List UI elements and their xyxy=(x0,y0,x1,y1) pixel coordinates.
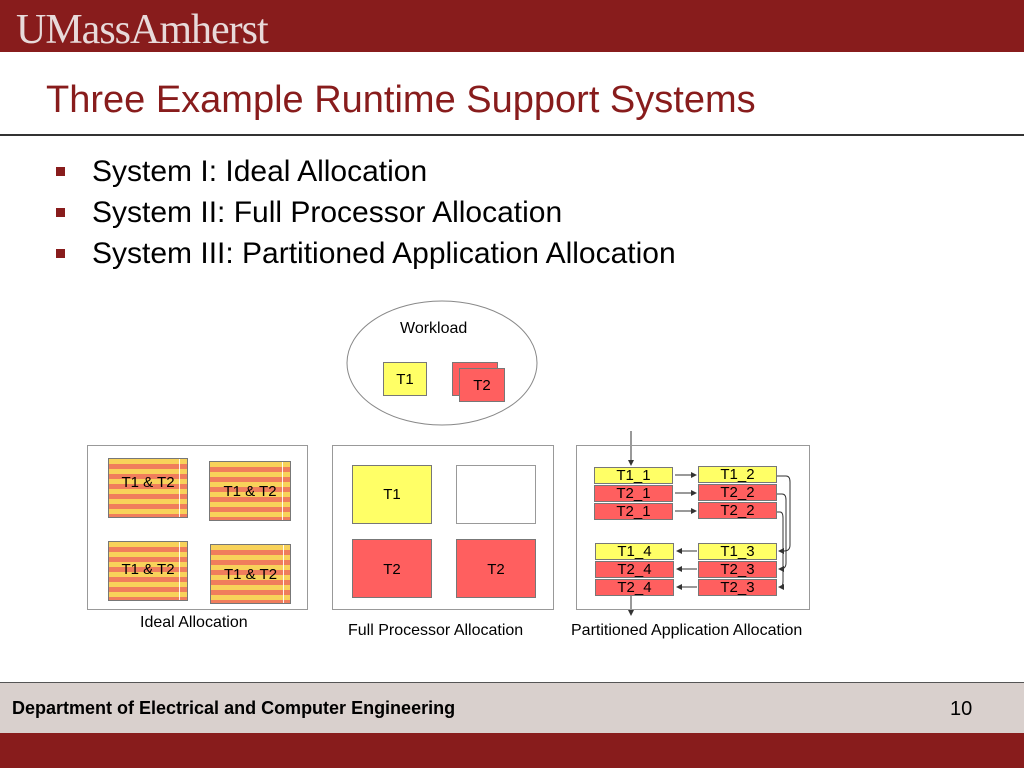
ideal-cell-label: T1 & T2 xyxy=(121,473,175,491)
partition-cell: T2_2 xyxy=(698,484,777,501)
footer-bar xyxy=(0,683,1024,733)
full-allocation-panel: T1 T2 T2 xyxy=(332,445,554,610)
bullet-item: System I: Ideal Allocation xyxy=(56,152,676,193)
ideal-cell: T1 & T2 xyxy=(108,541,188,601)
partition-cell: T1_2 xyxy=(698,466,777,483)
ideal-allocation-panel: T1 & T2 T1 & T2 T1 & T2 T1 & T2 xyxy=(87,445,308,610)
bullet-square-icon xyxy=(56,208,65,217)
bullet-list: System I: Ideal Allocation System II: Fu… xyxy=(56,152,676,275)
bullet-square-icon xyxy=(56,167,65,176)
bullet-text: System III: Partitioned Application Allo… xyxy=(92,237,676,270)
footer-divider xyxy=(0,682,1024,683)
ideal-cell-label: T1 & T2 xyxy=(223,565,278,583)
umass-logo: UMassAmherst xyxy=(16,7,269,53)
partition-cell: T2_3 xyxy=(698,561,777,578)
page-number: 10 xyxy=(950,698,973,720)
bullet-text: System I: Ideal Allocation xyxy=(92,155,428,188)
partition-cell: T2_1 xyxy=(594,485,673,502)
partitioned-allocation-panel xyxy=(576,445,810,610)
ideal-cell: T1 & T2 xyxy=(209,461,291,521)
bullet-square-icon xyxy=(56,249,65,258)
partition-cell: T1_4 xyxy=(595,543,674,560)
ideal-cell-label: T1 & T2 xyxy=(121,560,175,578)
slide-title: Three Example Runtime Support Systems xyxy=(46,79,756,121)
bullet-item: System II: Full Processor Allocation xyxy=(56,193,676,234)
full-cell-t2: T2 xyxy=(456,539,536,598)
partition-cell: T2_4 xyxy=(595,579,674,596)
partitioned-allocation-caption: Partitioned Application Allocation xyxy=(571,622,803,639)
partition-cell: T1_1 xyxy=(594,467,673,484)
workload-t2: T2 xyxy=(459,368,505,402)
partition-cell: T2_4 xyxy=(595,561,674,578)
ideal-cell: T1 & T2 xyxy=(108,458,188,518)
full-cell-empty xyxy=(456,465,536,524)
partition-cell: T2_1 xyxy=(594,503,673,520)
bullet-text: System II: Full Processor Allocation xyxy=(92,196,563,229)
partition-cell: T2_3 xyxy=(698,579,777,596)
ideal-allocation-caption: Ideal Allocation xyxy=(140,614,248,631)
full-cell-t2: T2 xyxy=(352,539,432,598)
bullet-item: System III: Partitioned Application Allo… xyxy=(56,234,676,275)
workload-t1: T1 xyxy=(383,362,427,396)
footer-brand-strip xyxy=(0,733,1024,768)
ideal-cell-label: T1 & T2 xyxy=(223,482,277,500)
partition-cell: T2_2 xyxy=(698,502,777,519)
header-bar: UMassAmherst xyxy=(0,0,1024,52)
partition-cell: T1_3 xyxy=(698,543,777,560)
ideal-cell: T1 & T2 xyxy=(210,544,291,604)
full-allocation-caption: Full Processor Allocation xyxy=(348,622,524,639)
full-cell-t1: T1 xyxy=(352,465,432,524)
department-name: Department of Electrical and Computer En… xyxy=(12,698,456,718)
workload-label: Workload xyxy=(400,320,468,337)
title-divider xyxy=(0,134,1024,136)
